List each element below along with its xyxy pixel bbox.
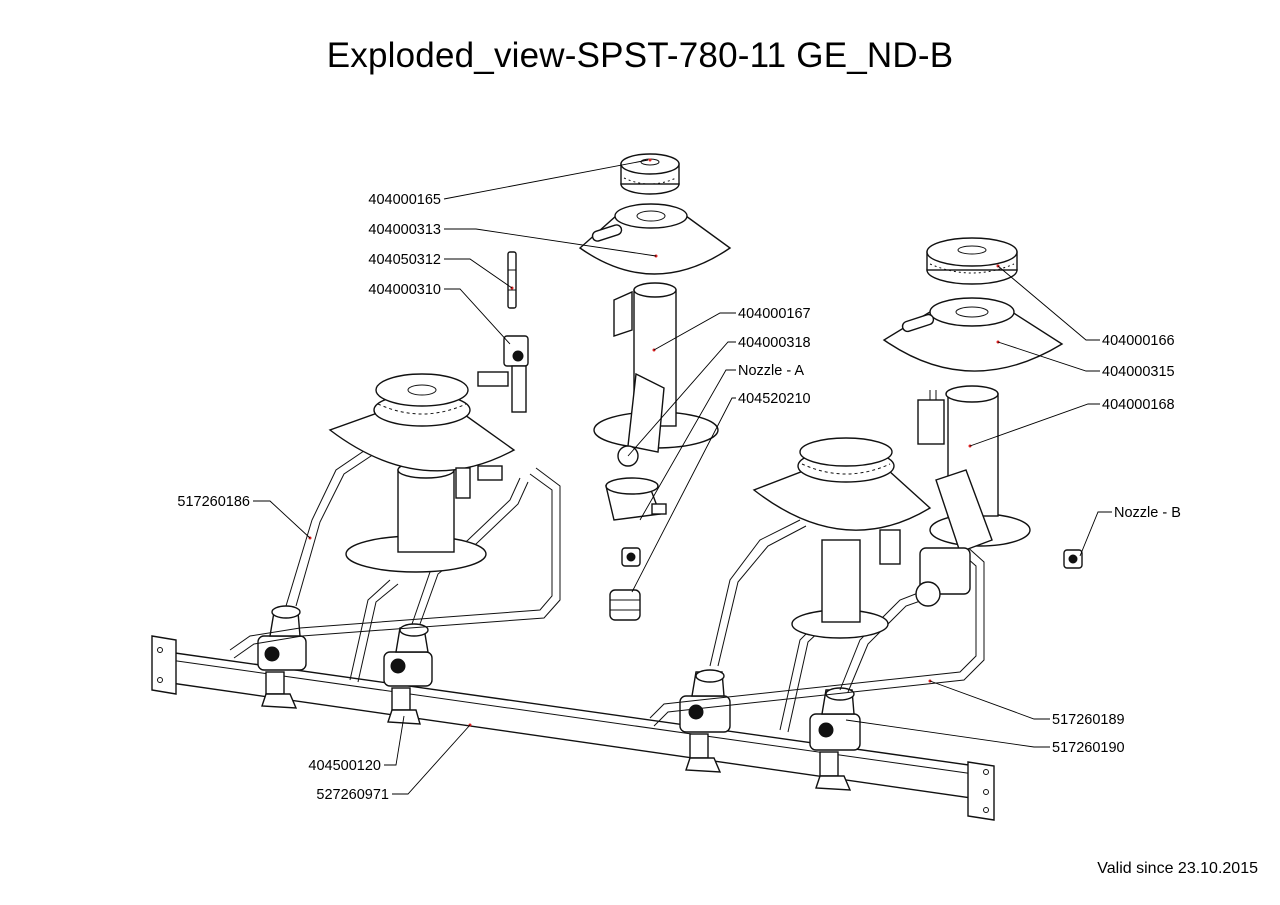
callout-nozzle-a: Nozzle - A [738,363,804,379]
callout-404000165: 404000165 [368,192,441,208]
burner-cover-404000313 [578,203,732,275]
callout-404000167: 404000167 [738,306,811,322]
callout-527260971: 527260971 [316,787,389,803]
gas-valve-3 [679,669,731,773]
manifold-rail [151,635,995,821]
callout-517260186: 517260186 [177,494,250,510]
callout-404050312: 404050312 [368,252,441,268]
callout-labels: 404000165 404000313 404050312 404000310 … [177,192,1180,803]
burner-body-404000167 [593,282,719,467]
callout-404000168: 404000168 [1102,397,1175,413]
fitting-404520210 [609,589,641,621]
ignition-electrode-404050312 [507,251,517,309]
diagram-title: Exploded_view-SPST-780-11 GE_ND-B [326,36,954,75]
right-burner-assembly [752,385,1031,639]
callout-404000166: 404000166 [1102,333,1175,349]
validity-note: Valid since 23.10.2015 [1097,860,1258,877]
callout-404500120: 404500120 [308,758,381,774]
callout-404000318: 404000318 [738,335,811,351]
callout-517260190: 517260190 [1052,740,1125,756]
gas-pipes-left [229,439,561,683]
callout-404000310: 404000310 [368,282,441,298]
gas-valve-4 [809,687,861,791]
gas-valve-1 [257,605,307,709]
callout-nozzle-b: Nozzle - B [1114,505,1181,521]
nozzle-b [1063,549,1083,569]
burner-cap-404000165 [620,153,680,195]
callout-404520210: 404520210 [738,391,811,407]
gas-valve-2 [383,623,433,725]
leader-lines [253,159,1112,795]
burner-cap-404000166 [926,237,1018,285]
burner-cover-404000315 [882,297,1064,372]
callout-517260189: 517260189 [1052,712,1125,728]
air-shutter-404000318 [605,477,667,521]
callout-404000315: 404000315 [1102,364,1175,380]
nozzle-a [621,547,641,567]
left-burner-assembly [328,373,516,573]
thermocouple-404000310 [477,335,529,413]
callout-404000313: 404000313 [368,222,441,238]
